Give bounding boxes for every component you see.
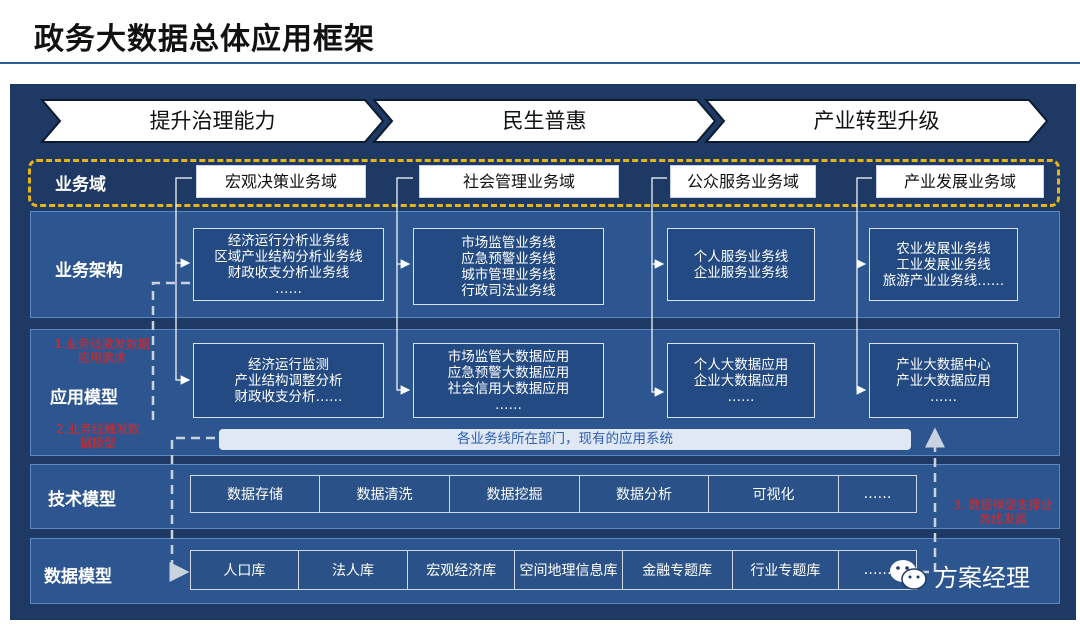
note-line: 务线发展 bbox=[978, 512, 1027, 526]
application-box-public: 个人大数据应用 企业大数据应用 …… bbox=[667, 343, 815, 418]
architecture-line: 个人服务业务线 bbox=[693, 248, 789, 265]
note-line: 应用需求 bbox=[77, 351, 126, 365]
architecture-line: 经济运行分析业务线 bbox=[227, 232, 350, 249]
tech-items-row: 数据存储 数据清洗 数据挖掘 数据分析 可视化 …… bbox=[190, 475, 917, 513]
application-line: 经济运行监测 bbox=[248, 356, 329, 373]
tech-item-analysis: 数据分析 bbox=[580, 476, 709, 512]
page-title: 政务大数据总体应用框架 bbox=[34, 22, 375, 57]
architecture-box-social: 市场监管业务线 应急预警业务线 城市管理业务线 行政司法业务线 bbox=[413, 228, 604, 305]
tech-item-mining: 数据挖掘 bbox=[450, 476, 580, 512]
architecture-line: 行政司法业务线 bbox=[461, 282, 556, 299]
layer-label-tech: 技术模型 bbox=[48, 490, 116, 510]
tech-item-cleaning: 数据清洗 bbox=[320, 476, 450, 512]
architecture-line: 农业发展业务线 bbox=[896, 240, 991, 257]
domain-industry-development: 产业发展业务域 bbox=[876, 165, 1044, 198]
data-item-geo-info: 空间地理信息库 bbox=[515, 551, 623, 589]
architecture-line: 企业服务业务线 bbox=[693, 264, 789, 281]
application-line: 个人大数据应用 bbox=[693, 356, 789, 373]
note-business-drives-demand: 1.业务线激发数据 应用需求 bbox=[42, 337, 162, 365]
domain-public-service: 公众服务业务域 bbox=[670, 165, 816, 198]
architecture-line: …… bbox=[275, 280, 302, 297]
architecture-line: 区域产业结构分析业务线 bbox=[214, 248, 363, 265]
tech-item-visualization: 可视化 bbox=[709, 476, 839, 512]
application-line: 社会信用大数据应用 bbox=[447, 380, 570, 397]
application-line: 财政收支分析…… bbox=[234, 388, 343, 405]
note-line: 3. 数据模型支撑业 bbox=[953, 498, 1053, 512]
note-line: 1.业务线激发数据 bbox=[54, 337, 150, 351]
existing-systems-bar: 各业务线所在部门，现有的应用系统 bbox=[219, 429, 911, 450]
goal-chevron-1: 提升治理能力 bbox=[40, 98, 385, 144]
layer-label-domain: 业务域 bbox=[55, 175, 106, 195]
data-item-population: 人口库 bbox=[191, 551, 299, 589]
data-item-macro-economy: 宏观经济库 bbox=[408, 551, 516, 589]
watermark: 方案经理 bbox=[888, 555, 1030, 595]
goal-chevron-2: 民生普惠 bbox=[372, 98, 717, 144]
note-model-supports-business: 3. 数据模型支撑业 务线发展 bbox=[942, 498, 1064, 526]
application-box-social: 市场监管大数据应用 应急预警大数据应用 社会信用大数据应用 …… bbox=[413, 343, 604, 418]
application-line: 企业大数据应用 bbox=[693, 372, 789, 389]
application-line: 产业结构调整分析 bbox=[234, 372, 343, 389]
layer-label-application: 应用模型 bbox=[50, 388, 118, 408]
goal-chevron-3: 产业转型升级 bbox=[704, 98, 1049, 144]
architecture-box-industry: 农业发展业务线 工业发展业务线 旅游产业业务线…… bbox=[869, 228, 1018, 301]
domain-social-management: 社会管理业务域 bbox=[419, 165, 619, 198]
layer-label-architecture: 业务架构 bbox=[55, 261, 123, 281]
tech-item-storage: 数据存储 bbox=[191, 476, 320, 512]
architecture-line: 城市管理业务线 bbox=[461, 266, 556, 283]
wechat-icon bbox=[890, 560, 927, 590]
title-rule bbox=[0, 62, 1080, 64]
watermark-text: 方案经理 bbox=[934, 563, 1030, 592]
application-line: …… bbox=[495, 396, 522, 413]
architecture-line: 旅游产业业务线…… bbox=[882, 272, 1005, 289]
tech-item-more: …… bbox=[839, 476, 916, 512]
data-item-legal-entity: 法人库 bbox=[298, 551, 409, 589]
goal-chevrons: 提升治理能力 民生普惠 产业转型升级 bbox=[40, 98, 1050, 144]
application-line: 产业大数据中心 bbox=[896, 356, 991, 373]
architecture-box-macro: 经济运行分析业务线 区域产业结构分析业务线 财政收支分析业务线 …… bbox=[193, 228, 384, 301]
architecture-line: 工业发展业务线 bbox=[896, 256, 991, 273]
application-line: …… bbox=[727, 388, 755, 405]
application-line: 市场监管大数据应用 bbox=[447, 348, 570, 365]
note-line: 据模型 bbox=[79, 436, 116, 450]
architecture-line: 财政收支分析业务线 bbox=[227, 264, 350, 281]
application-line: …… bbox=[930, 388, 957, 405]
data-item-industry-topic: 行业专题库 bbox=[732, 551, 840, 589]
application-box-industry: 产业大数据中心 产业大数据应用 …… bbox=[869, 343, 1018, 418]
note-business-triggers-model: 2.业务线触发数 据模型 bbox=[42, 422, 154, 450]
application-line: 应急预警大数据应用 bbox=[447, 364, 570, 381]
goal-label-3: 产业转型升级 bbox=[813, 109, 940, 133]
goal-label-2: 民生普惠 bbox=[502, 109, 587, 133]
goal-label-1: 提升治理能力 bbox=[149, 109, 276, 133]
architecture-line: 应急预警业务线 bbox=[461, 250, 556, 267]
architecture-box-public: 个人服务业务线 企业服务业务线 bbox=[667, 228, 815, 301]
note-line: 2.业务线触发数 bbox=[56, 422, 140, 436]
application-line: 产业大数据应用 bbox=[896, 372, 991, 389]
data-item-finance: 金融专题库 bbox=[622, 551, 733, 589]
layer-label-data: 数据模型 bbox=[44, 567, 112, 587]
application-box-macro: 经济运行监测 产业结构调整分析 财政收支分析…… bbox=[193, 343, 384, 418]
domain-macro-decision: 宏观决策业务域 bbox=[196, 165, 366, 198]
architecture-line: 市场监管业务线 bbox=[461, 234, 556, 251]
business-domain-frame bbox=[28, 159, 1060, 207]
